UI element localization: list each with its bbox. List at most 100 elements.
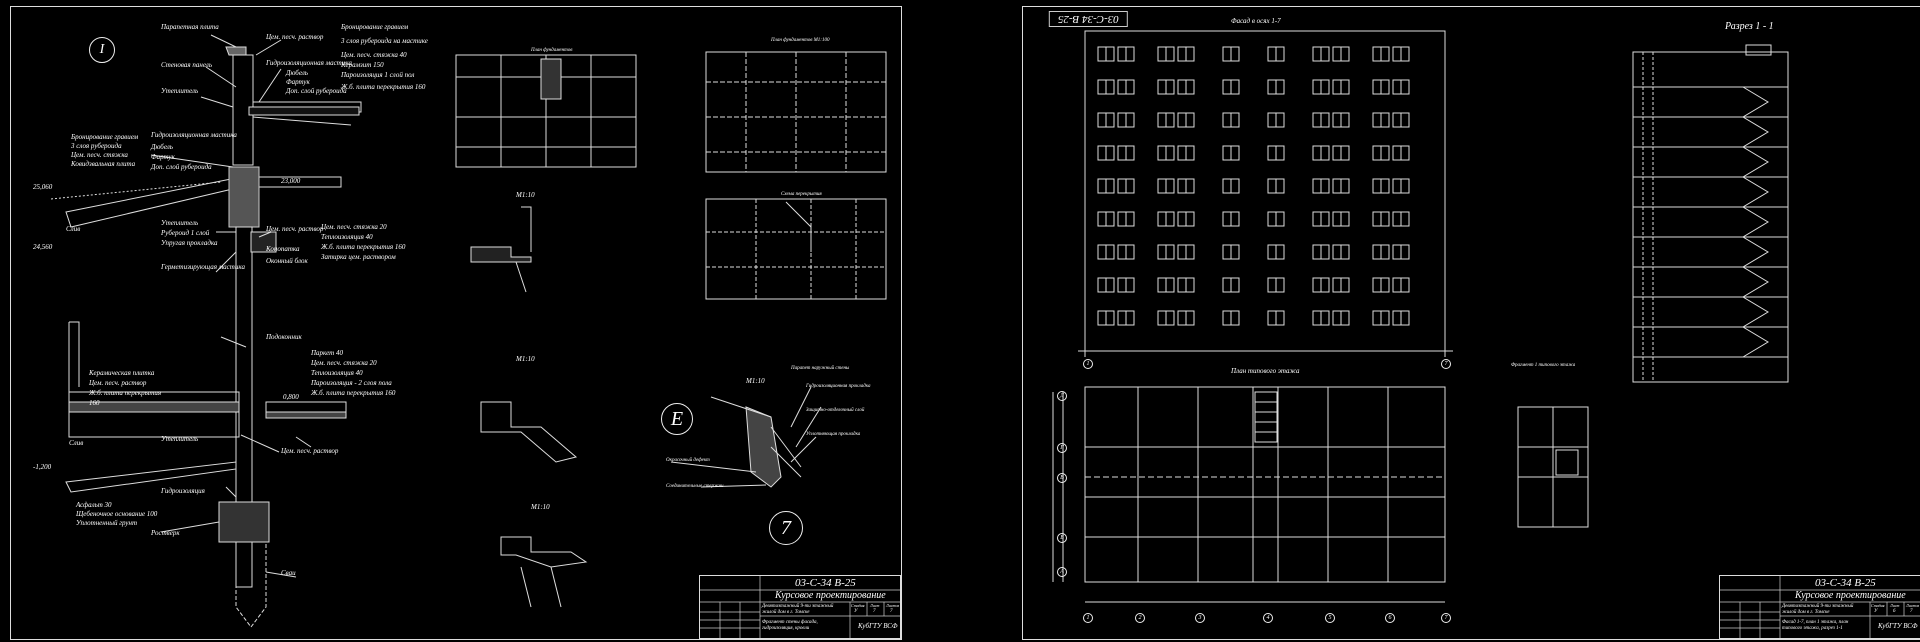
stage-value: У — [854, 609, 858, 614]
detail-note: Уплотняющая прокладка — [806, 432, 861, 437]
ceramic-layer: Ж.б. плита перекрытия — [89, 389, 162, 397]
wall-note: Цем. песч. раствор — [266, 225, 324, 233]
wall-label: Герметизирующая мастика — [161, 263, 245, 271]
slab-layer: Теплоизоляция 40 — [321, 233, 373, 241]
stage-header: Стадия — [851, 603, 865, 608]
roof-layer: Ж.б. плита перекрытия 160 — [341, 83, 426, 91]
plan-title: План фундаментов — [531, 48, 573, 53]
parapet-note: Доп. слой рубероида — [151, 163, 212, 171]
ground-layer: Уплотненный грунт — [76, 519, 137, 527]
axis-marker: Г — [1057, 443, 1067, 453]
fragment-title: Фрагмент 1 типового этажа — [1511, 363, 1576, 368]
detail-marker: E — [661, 403, 693, 435]
scale-label: М1:10 — [746, 377, 765, 385]
lower-label: Ростверк — [151, 529, 180, 537]
parapet-note: Фартук — [151, 153, 175, 161]
floor-layer: Паркет 40 — [311, 349, 343, 357]
drawing-code: 03-С-34 В-25 — [1815, 577, 1876, 589]
slab-layer: Цем. песч. стяжка 20 — [321, 223, 387, 231]
parapet-layer: Цем. песч. стяжка — [71, 151, 128, 159]
axis-marker: 1 — [1083, 359, 1093, 369]
axis-marker: Б — [1057, 533, 1067, 543]
roof-layer: Бронирование гравием — [341, 23, 409, 31]
title-block: 03-С-34 В-25 Курсовое проектирование Дев… — [699, 575, 901, 639]
project-name: Курсовое проектирование — [1795, 590, 1906, 601]
elevation-mark: -1,200 — [33, 463, 52, 471]
title-block-grid — [1720, 576, 1920, 638]
scale-label: М1:10 — [516, 191, 535, 199]
axis-marker: 5 — [1325, 613, 1335, 623]
building-description: Девятиэтажный 9-ти этажный жилой дом в г… — [762, 604, 834, 615]
ground-layer: Асфальт 30 — [76, 501, 112, 509]
ceramic-layer: Керамическая плитка — [89, 369, 155, 377]
detail-note: Защитно-отделочный слой — [806, 408, 865, 413]
scale-label: М1:10 — [516, 355, 535, 363]
lower-label: Слив — [69, 439, 84, 447]
elevation-mark: 25,060 — [33, 183, 53, 191]
parapet-layer: Бронирование гравием — [71, 133, 139, 141]
ceramic-layer: Цем. песч. раствор — [89, 379, 147, 387]
sheet-header: Лист — [1890, 603, 1900, 608]
roof-layer: 3 слоя рубероида на мастике — [341, 37, 428, 45]
project-name: Курсовое проектирование — [775, 590, 886, 601]
roof-note: Цем. песч. раствор — [266, 33, 324, 41]
axis-marker: 2 — [1135, 613, 1145, 623]
plan-title: План фундаментов М1:100 — [771, 38, 830, 43]
scale-label: М1:10 — [531, 503, 550, 511]
wall-note: Конопатка — [266, 245, 300, 253]
detail-note: Гидроизоляционная прокладка — [806, 384, 871, 389]
plan-title: Схема перекрытия — [781, 192, 822, 197]
axis-marker: 6 — [1385, 613, 1395, 623]
axis-marker: 7 — [1441, 359, 1451, 369]
sheets-header: Листов — [1906, 603, 1920, 608]
roof-layer: Цем. песч. стяжка 40 — [341, 51, 407, 59]
parapet-note: Гидроизоляционная мастика — [151, 131, 237, 139]
ceramic-layer: 160 — [89, 399, 100, 407]
sill-label: Подоконник — [266, 333, 302, 341]
detail-drawings-graphics — [50, 34, 887, 628]
sheet-value: 7 — [873, 609, 876, 614]
elevation-mark: 23,000 — [281, 177, 301, 185]
stage-value: У — [1874, 609, 1878, 614]
elevation-mark: 0,800 — [283, 393, 299, 401]
floor-layer: Ж.б. плита перекрытия 160 — [311, 389, 396, 397]
roof-note: Гидроизоляционная мастика — [266, 59, 352, 67]
parapet-note: Дюбель — [151, 143, 173, 151]
facade-title: Фасад в осях 1-7 — [1231, 17, 1281, 25]
axis-marker: 1 — [1083, 613, 1093, 623]
title-block-grid — [700, 576, 900, 638]
roof-layer: Керамзит 150 — [341, 61, 384, 69]
wall-label: Рубероид 1 слой — [161, 229, 210, 237]
building-description: Девятиэтажный 9-ти этажный жилой дом в г… — [1782, 604, 1854, 615]
lower-label: Цем. песч. раствор — [281, 447, 339, 455]
sheet-description: Фрагмент стены фасада, гидроизоляция, кр… — [762, 620, 818, 631]
parapet-slab-label: Парапетная плита — [161, 23, 219, 31]
wall-note: Оконный блок — [266, 257, 308, 265]
sheet-header: Лист — [870, 603, 880, 608]
floor-layer: Цем. песч. стяжка 20 — [311, 359, 377, 367]
plan-title: План типового этажа — [1231, 367, 1300, 375]
axis-marker: 4 — [1263, 613, 1273, 623]
drawing-sheet-details: I E 7 25,060 24,560 23,000 0,800 -1,200 … — [10, 6, 902, 640]
roof-note: Дюбель — [286, 69, 308, 77]
axis-marker: Д — [1057, 391, 1067, 401]
insulation-label: Утеплитель — [161, 87, 199, 95]
lower-label: Утеплитель — [161, 435, 199, 443]
roof-layer: Пароизоляция 1 слой пол — [341, 71, 415, 79]
detail-note: Соединительные стержни — [666, 484, 724, 489]
slab-layer: Ж.б. плита перекрытия 160 — [321, 243, 406, 251]
lower-label: Гидроизоляция — [161, 487, 205, 495]
floor-layer: Теплоизоляция 40 — [311, 369, 363, 377]
sheets-header: Листов — [886, 603, 900, 608]
drawing-sheet-plans: 03-С-34 В-25 Фасад в осях 1-7 Разрез 1 -… — [1022, 6, 1920, 640]
parapet-layer: 3 слоя рубероида — [71, 142, 122, 150]
axis-marker: А — [1057, 567, 1067, 577]
detail-note: Окрасочный дефект — [666, 458, 710, 463]
roof-note: Фартук — [286, 78, 310, 86]
roof-note: Доп. слой рубероида — [286, 87, 347, 95]
floor-layer: Пароизоляция - 2 слоя пола — [311, 379, 392, 387]
sheet-description: Фасад 1-7, план 1 этажа, план типового э… — [1782, 620, 1849, 631]
ground-layer: Щебеночное основание 100 — [76, 510, 158, 518]
organization: КубГТУ ВСФ — [1878, 622, 1918, 630]
corner-code: 03-С-34 В-25 — [1049, 11, 1128, 27]
